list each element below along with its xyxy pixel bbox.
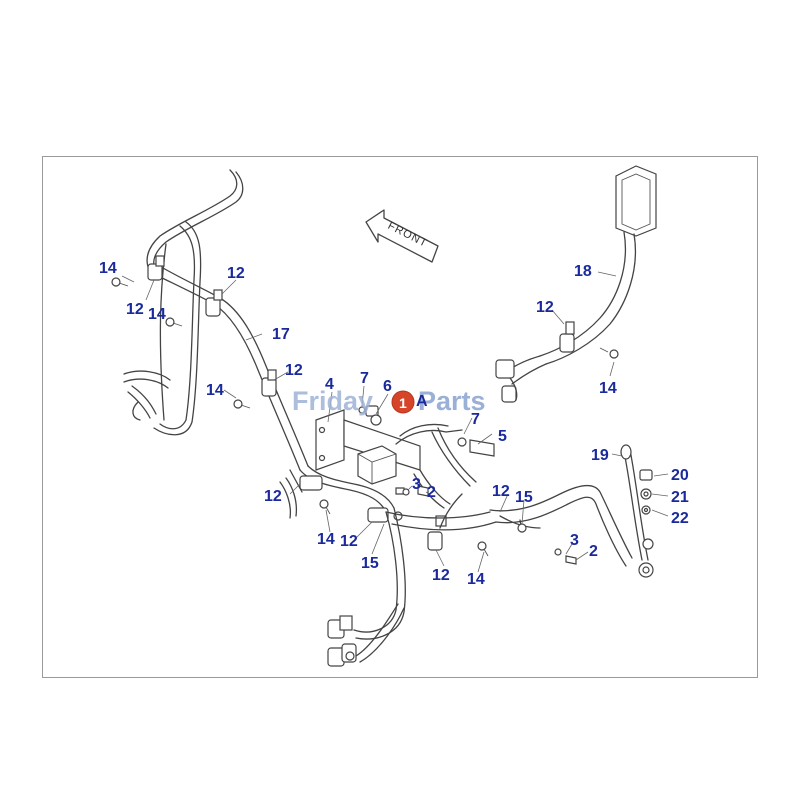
callout-label: 12	[285, 362, 303, 379]
callout-label: 12	[264, 488, 282, 505]
callout-label: 3	[570, 532, 579, 549]
callout-label: 12	[536, 299, 554, 316]
clamps-left	[147, 255, 447, 551]
leader-lines	[121, 271, 669, 573]
bolts-14	[111, 277, 619, 557]
screws-2-3	[402, 485, 577, 565]
callout-label: 6	[383, 378, 392, 395]
callout-label: 12	[432, 567, 450, 584]
callout-label: 3	[412, 476, 421, 493]
harness-17	[123, 169, 395, 519]
callout-label: 15	[361, 555, 379, 572]
callout-label: 15	[515, 489, 533, 506]
watermark: Friday Parts 1	[292, 386, 486, 416]
callout-label: 14	[99, 260, 117, 277]
callout-label: 20	[671, 467, 689, 484]
callout-label: 17	[272, 326, 290, 343]
callout-label: 12	[340, 533, 358, 550]
callout-label: 5	[498, 428, 507, 445]
watermark-text-b: Parts	[418, 386, 486, 416]
callout-label: 12	[126, 301, 144, 318]
diagram-frame	[42, 156, 758, 678]
callout-label: 19	[591, 447, 609, 464]
callout-label: 2	[589, 543, 598, 560]
front-direction-arrow: FRONT	[365, 209, 439, 263]
callout-label: 7	[360, 370, 369, 387]
watermark-badge-icon	[391, 390, 415, 414]
callout-label: 14	[599, 380, 617, 397]
harness-right-lower	[489, 444, 654, 578]
callout-labels: 14 12 12 14 17 12 14 4 7 6 A 7 5 18 12 1…	[99, 260, 689, 588]
front-label: FRONT	[386, 220, 430, 250]
callout-label: 7	[471, 411, 480, 428]
callout-label: 12	[492, 483, 510, 500]
callout-label: 2	[427, 484, 436, 501]
callout-label: 14	[317, 531, 335, 548]
center-bracket-assembly	[315, 405, 495, 509]
watermark-text-a: Friday	[292, 386, 373, 416]
callout-label: 21	[671, 489, 689, 506]
callout-label: 14	[148, 306, 166, 323]
harness-18	[495, 165, 657, 403]
callout-label: A	[416, 393, 428, 410]
callout-label: 4	[325, 376, 334, 393]
callout-label: 14	[206, 382, 224, 399]
callout-label: 12	[227, 265, 245, 282]
callout-label: 22	[671, 510, 689, 527]
lower-harness	[327, 493, 497, 667]
callout-label: 14	[467, 571, 485, 588]
callout-label: 18	[574, 263, 592, 280]
watermark-badge-text: 1	[399, 395, 407, 411]
